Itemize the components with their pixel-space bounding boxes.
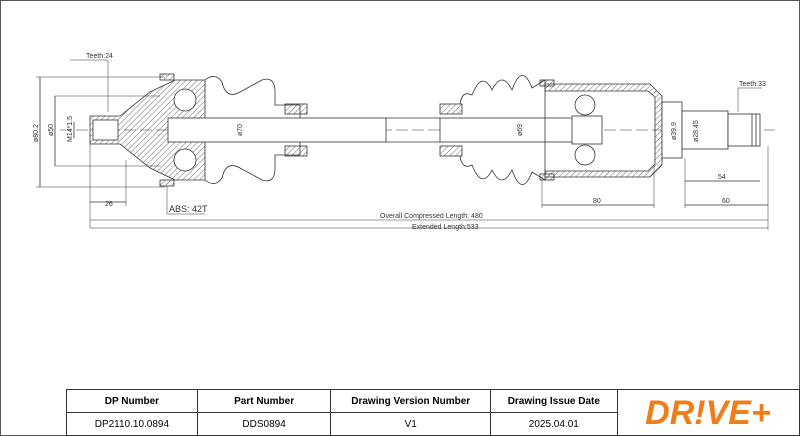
part-number-value: DDS0894 <box>196 412 332 436</box>
teeth-left-label: Teeth:24 <box>86 53 113 60</box>
dia-50-label: ø50 <box>48 124 55 136</box>
len-60-label: 60 <box>722 198 730 205</box>
dia-39-9-label: ø39.9 <box>671 122 678 140</box>
title-block: DP Number Part Number Drawing Version Nu… <box>66 389 800 436</box>
dia-69-label: ø69 <box>517 124 524 136</box>
dia-80-2-label: ø80.2 <box>33 124 40 142</box>
len-54-label: 54 <box>718 174 726 181</box>
len-80-label: 80 <box>593 198 601 205</box>
header-drawing-version: Drawing Version Number <box>330 389 491 413</box>
abs-label: ABS: 42T <box>169 204 208 214</box>
header-dp-number: DP Number <box>66 389 198 413</box>
teeth-right-label: Teeth:33 <box>739 81 766 88</box>
dia-28-45-label: ø28.45 <box>693 120 700 142</box>
drawing-version-value: V1 <box>330 412 491 436</box>
dia-70-label: ø70 <box>237 124 244 136</box>
header-part-number: Part Number <box>196 389 332 413</box>
thread-label: M14*1.5 <box>67 116 74 142</box>
logo-text: DR!VE+ <box>645 394 771 430</box>
issue-date-value: 2025.04.01 <box>489 412 618 436</box>
logo-cell <box>616 389 800 436</box>
dp-number-value: DP2110.10.0894 <box>66 412 198 436</box>
drive-plus-logo: DR!VE+ <box>620 392 796 432</box>
extended-length-label: Extended Length:533 <box>412 224 479 231</box>
overall-length-label: Overall Compressed Length: 480 <box>380 213 483 220</box>
header-issue-date: Drawing Issue Date <box>489 389 618 413</box>
len-26-label: 26 <box>105 201 113 208</box>
